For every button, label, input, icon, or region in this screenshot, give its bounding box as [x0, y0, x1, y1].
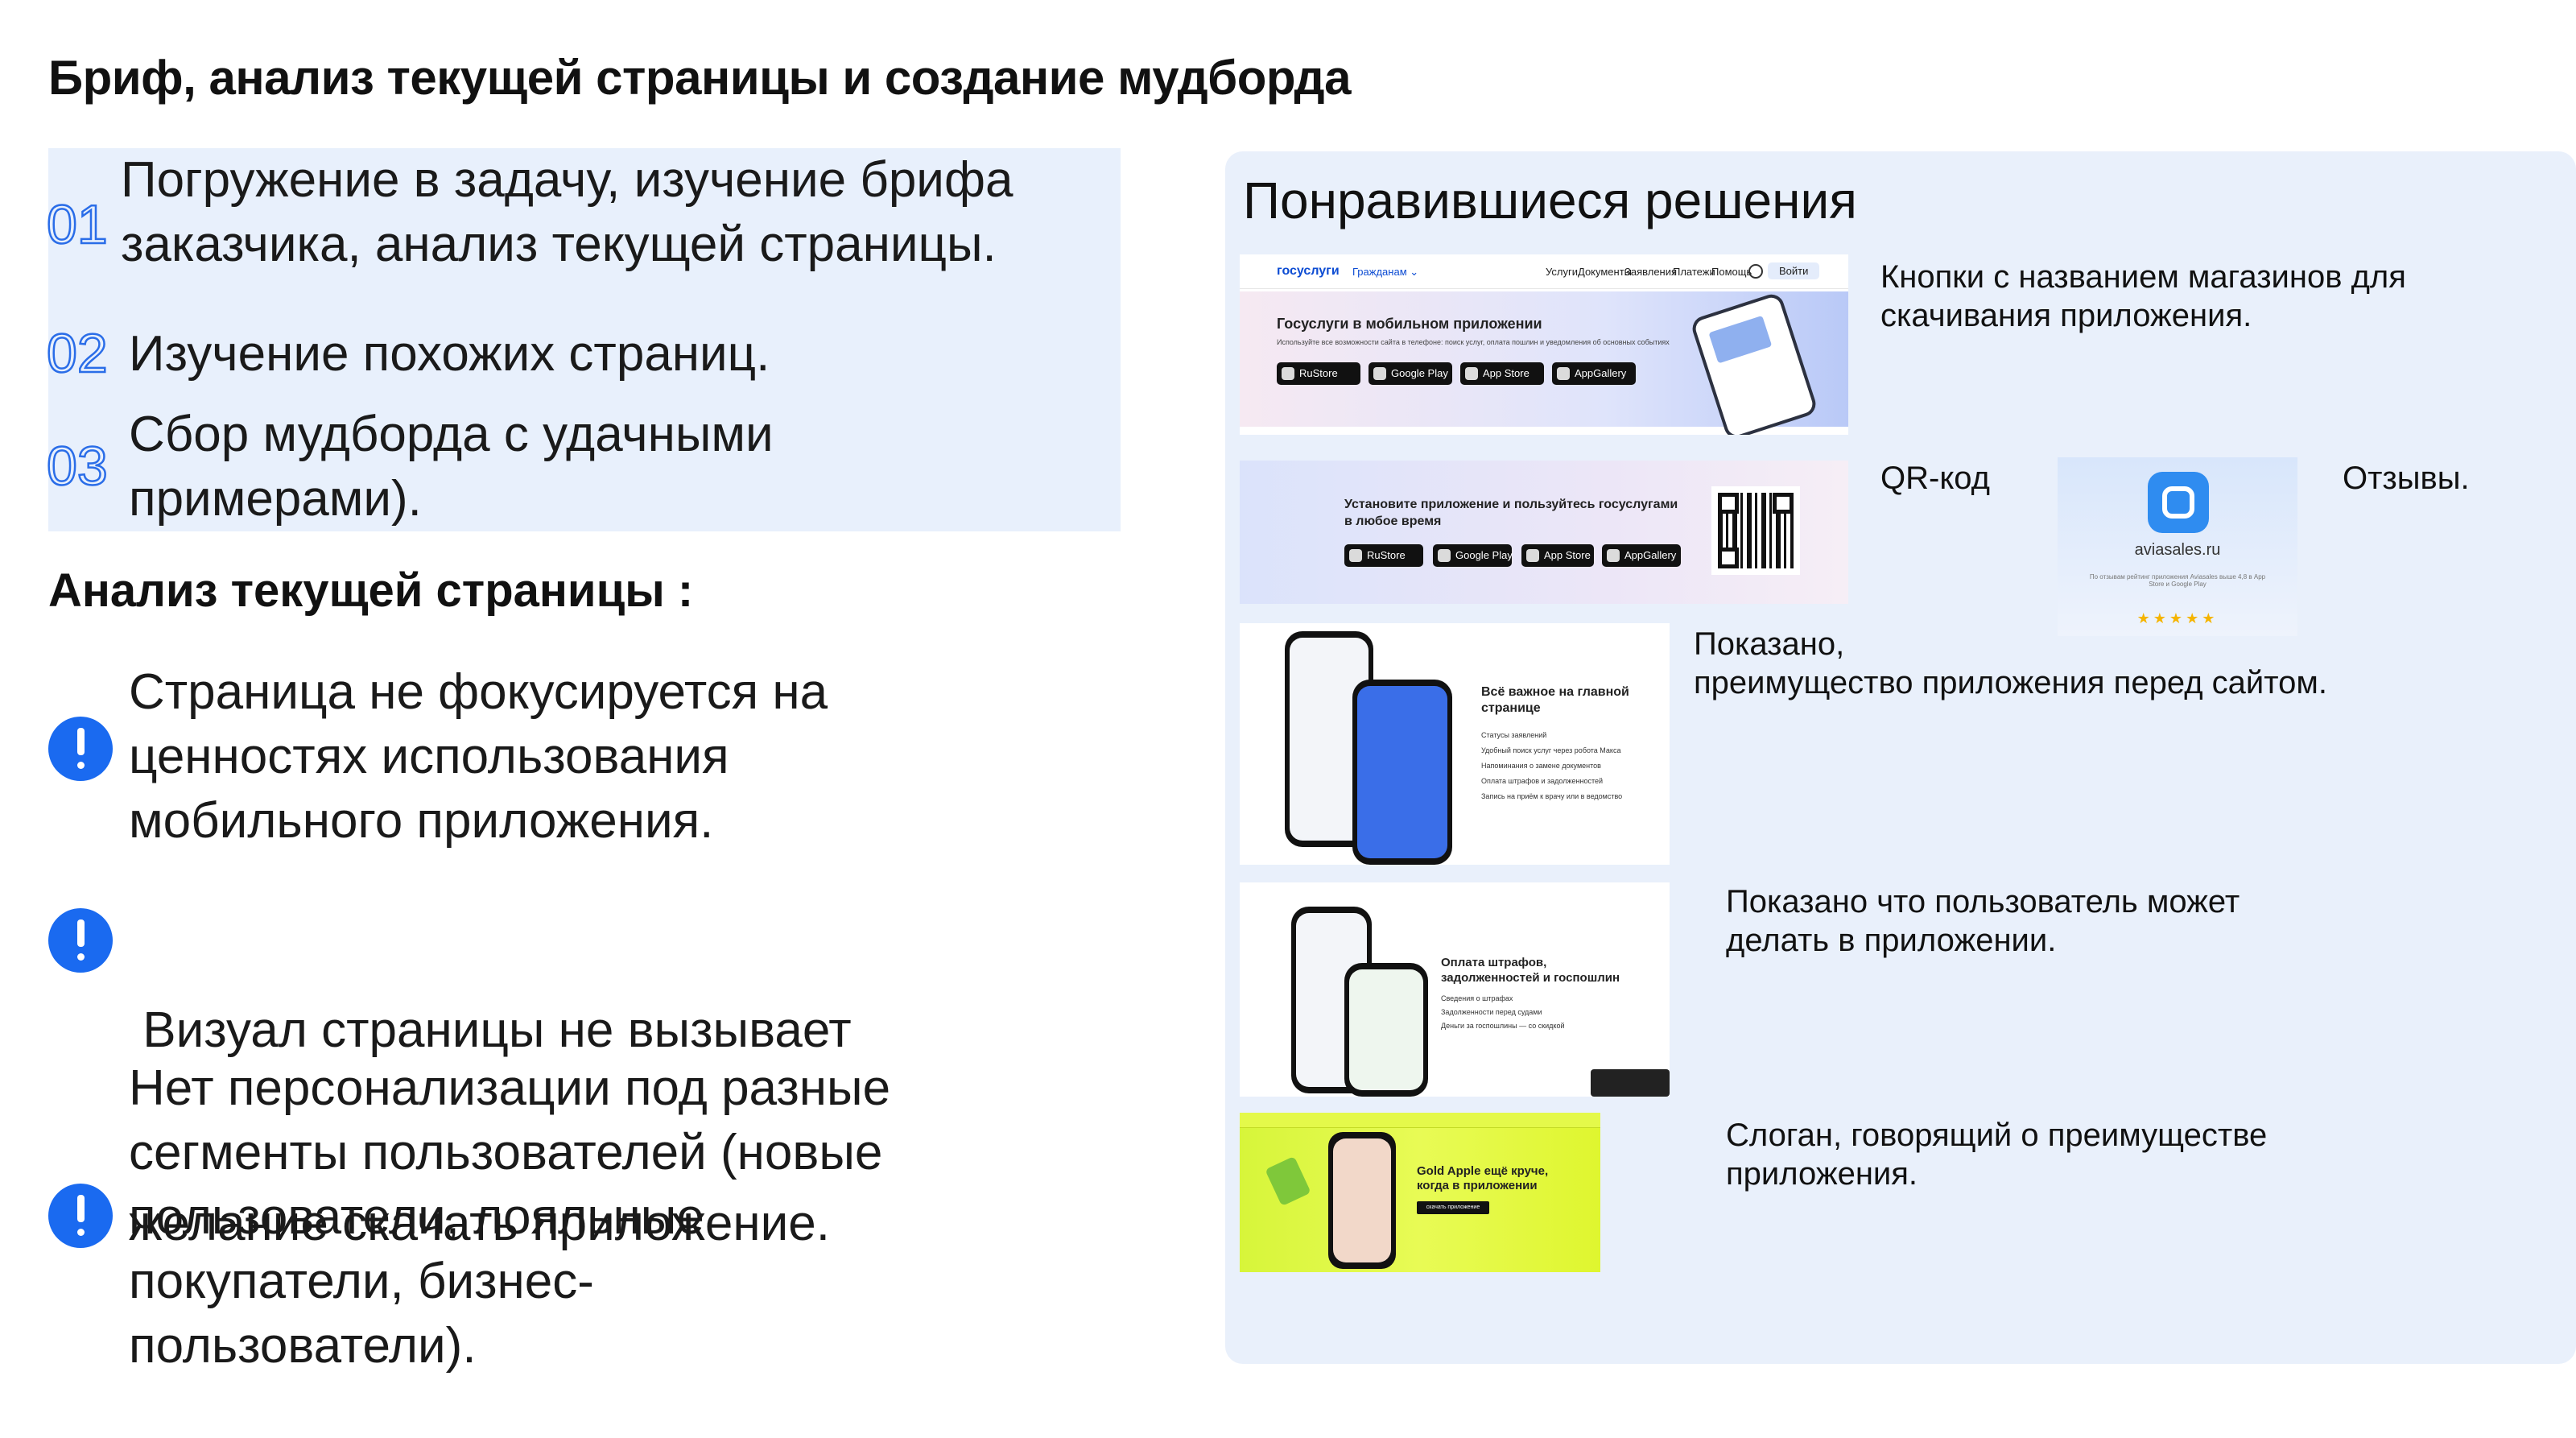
- thumb-gold-apple: Gold Apple ещё круче, когда в приложении…: [1240, 1113, 1600, 1272]
- thumb-main-page: Всё важное на главной странице Статусы з…: [1240, 623, 1670, 865]
- step-number-2: 02: [46, 322, 109, 386]
- step-number-1: 01: [46, 193, 109, 257]
- step-3-text: Сбор мудборда с удачными примерами).: [129, 407, 774, 527]
- thumb-fines-page: Оплата штрафов, задолженностей и госпошл…: [1240, 882, 1670, 1097]
- thumb-qr-banner: Установите приложение и пользуйтесь госу…: [1240, 461, 1848, 604]
- alert-icon: [48, 908, 113, 973]
- nav-services: Услуги: [1546, 266, 1578, 278]
- moodboard-title: Понравившиеся решения: [1243, 171, 1857, 229]
- rating-stars: ★★★★★: [2136, 610, 2219, 626]
- rustore-button: RuStore: [1277, 362, 1360, 385]
- aviasales-review-text: По отзывам рейтинг приложения Aviasales …: [2089, 573, 2266, 588]
- search-icon: [1748, 264, 1763, 279]
- rustore-button: RuStore: [1344, 544, 1423, 567]
- thumb-gosuslugi-stores: госуслуги Гражданам ⌄ Услуги Документы З…: [1240, 254, 1848, 435]
- qr-code-icon: [1711, 486, 1800, 575]
- thumb5-heading: Оплата штрафов, задолженностей и госпошл…: [1441, 956, 1620, 985]
- note-advantage: Показано, преимущество приложения перед …: [1694, 626, 2327, 700]
- step-2-text: Изучение похожих страниц.: [129, 326, 770, 382]
- thumb2-heading: Установите приложение и пользуйтесь госу…: [1344, 498, 1678, 528]
- thumb1-sub: Используйте все возможности сайта в теле…: [1277, 338, 1670, 346]
- alert-icon: [48, 1184, 113, 1248]
- steps-block: [48, 148, 1121, 531]
- page-title: Бриф, анализ текущей страницы и создание…: [48, 51, 1351, 105]
- appgallery-button: AppGallery: [1602, 544, 1681, 567]
- google-play-button: Google Play: [1433, 544, 1513, 567]
- aviasales-app-icon: [2148, 472, 2209, 533]
- step-number-3: 03: [46, 435, 109, 498]
- thumb4-heading: Всё важное на главной странице: [1481, 685, 1629, 715]
- gold-apple-download-button: скачать приложение: [1417, 1201, 1489, 1214]
- nav-documents: Документы: [1578, 266, 1633, 278]
- problem-2: Визуал страницы не вызывает желание скач…: [129, 1002, 852, 1251]
- nav-payments: Платежи: [1673, 266, 1715, 278]
- thumb4-list: Статусы заявлений Удобный поиск услуг че…: [1481, 731, 1623, 800]
- gosuslugi-logo: госуслуги: [1277, 264, 1340, 278]
- aviasales-brand: aviasales.ru: [2134, 541, 2221, 559]
- step-1-text: Погружение в задачу, изучение брифа зака…: [121, 152, 1013, 272]
- note-slogan: Слоган, говорящий о преимуществе приложе…: [1726, 1118, 2268, 1192]
- problem-3: Нет персонализации под разные сегменты п…: [129, 1060, 891, 1374]
- note-stores: Кнопки с названием магазинов для скачива…: [1880, 259, 2406, 333]
- analysis-heading: Анализ текущей страницы :: [48, 564, 694, 617]
- note-qr: QR-код: [1880, 461, 1990, 496]
- thumb1-heading: Госуслуги в мобильном приложении: [1277, 316, 1542, 332]
- login-button: Войти: [1768, 262, 1820, 279]
- app-store-button: App Store: [1460, 362, 1544, 385]
- nav-help: Помощь: [1711, 266, 1752, 278]
- app-store-button: App Store: [1521, 544, 1594, 567]
- note-reviews: Отзывы.: [2343, 461, 2470, 496]
- thumb6-slogan: Gold Apple ещё круче, когда в приложении: [1417, 1164, 1549, 1192]
- thumb5-list: Сведения о штрафах Задолженности перед с…: [1441, 994, 1565, 1030]
- nav-applications: Заявления: [1624, 266, 1678, 278]
- alert-icon: [48, 717, 113, 781]
- citizens-menu: Гражданам ⌄: [1352, 266, 1419, 278]
- appgallery-button: AppGallery: [1552, 362, 1636, 385]
- google-play-button: Google Play: [1368, 362, 1452, 385]
- thumb-aviasales-reviews: aviasales.ru По отзывам рейтинг приложен…: [2058, 457, 2297, 636]
- note-can-do: Показано что пользователь может делать в…: [1726, 884, 2240, 958]
- problem-1: Страница не фокусируется на ценностях ис…: [129, 664, 828, 849]
